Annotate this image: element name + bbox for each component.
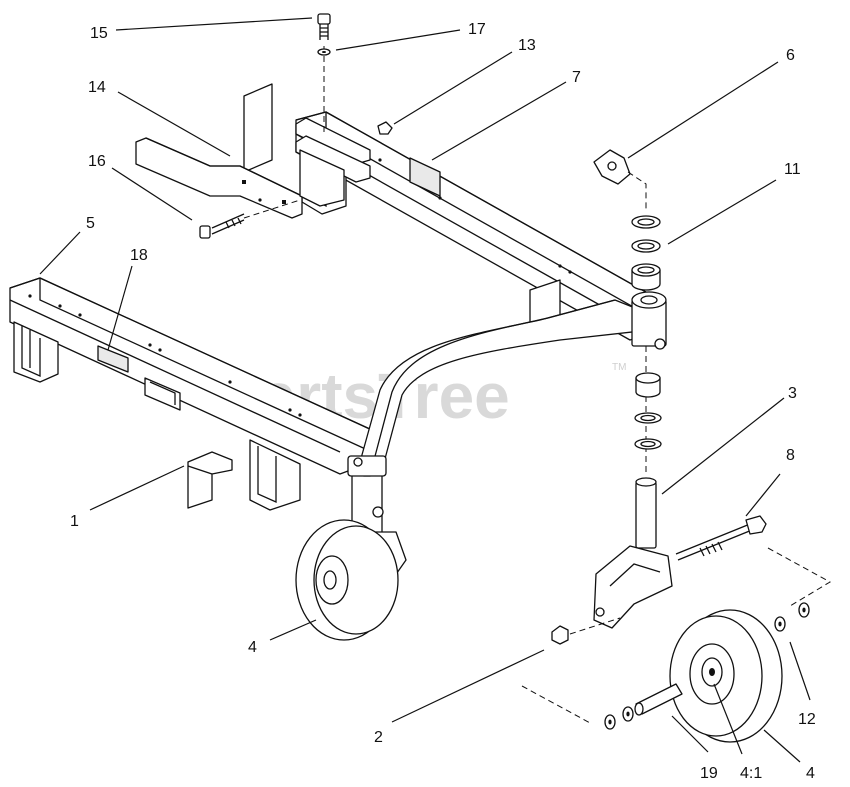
callout-13: 13	[518, 37, 536, 54]
front-frame-tube	[9, 277, 373, 511]
plate-1	[187, 451, 233, 509]
watermark-tm: TM	[612, 362, 626, 373]
callout-4-front: 4	[248, 639, 257, 656]
upper-mount	[295, 13, 393, 207]
callout-1: 1	[70, 513, 79, 530]
callout-labels: 15 17 13 7 6 14 16 11 5 18 3 8 1 4 2 12 …	[70, 21, 816, 782]
nut-2	[551, 625, 569, 645]
callout-5: 5	[86, 215, 95, 232]
leader-lines	[39, 17, 811, 763]
nut-13	[377, 121, 393, 135]
decal-18	[97, 345, 129, 373]
id-plate	[144, 377, 181, 411]
callout-17: 17	[468, 21, 486, 38]
front-caster-assembly	[295, 455, 407, 641]
caster-arm	[359, 291, 667, 471]
callout-14: 14	[88, 79, 106, 96]
callout-15: 15	[90, 25, 108, 42]
rear-wheel-4	[669, 609, 783, 743]
callout-18: 18	[130, 247, 148, 264]
decal-7	[409, 157, 441, 197]
callout-4-1: 4:1	[740, 765, 762, 782]
bolt-16	[199, 213, 245, 239]
callout-11: 11	[784, 161, 801, 178]
caster-fork-3	[635, 481, 657, 549]
bolt-15	[317, 13, 331, 25]
rear-caster-stack	[521, 149, 832, 743]
callout-2: 2	[374, 729, 383, 746]
callout-7: 7	[572, 69, 581, 86]
spacer-19	[634, 683, 683, 716]
axle-bolt-8	[675, 515, 767, 561]
callout-16: 16	[88, 153, 106, 170]
callout-8: 8	[786, 447, 795, 464]
callout-12: 12	[798, 711, 816, 728]
callout-19: 19	[700, 765, 718, 782]
callout-6: 6	[786, 47, 795, 64]
callout-3: 3	[788, 385, 797, 402]
hitch-bar-14	[135, 83, 303, 239]
callout-4-rear: 4	[806, 765, 815, 782]
